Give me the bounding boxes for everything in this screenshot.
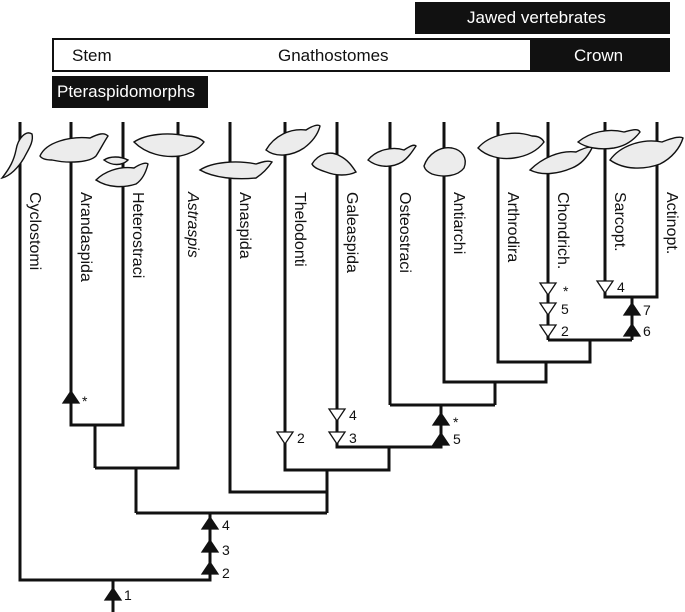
gain-marker xyxy=(201,539,219,553)
gain-marker xyxy=(62,390,80,404)
loss-marker xyxy=(539,324,557,338)
loss-marker xyxy=(328,431,346,445)
gain-marker xyxy=(432,432,450,446)
taxon-labels: Cyclostomi Arandaspida Heterostraci Astr… xyxy=(26,191,680,282)
heterostracan-fish-icon xyxy=(94,162,149,188)
taxon-chondrich: Chondrich. xyxy=(554,192,571,269)
thelodont-fish-icon xyxy=(265,124,321,156)
char-label: * xyxy=(82,393,88,409)
char-label: 2 xyxy=(561,323,569,339)
char-label: 5 xyxy=(561,301,569,317)
anaspid-fish-icon xyxy=(198,160,274,180)
gain-marker xyxy=(104,587,122,601)
gain-marker xyxy=(201,561,219,575)
char-label: 3 xyxy=(222,542,230,558)
jawed-vertebrates-bar: Jawed vertebrates xyxy=(415,2,670,34)
osteostracan-fish-icon xyxy=(367,144,417,167)
stem-label: Stem xyxy=(72,46,112,65)
char-label: 2 xyxy=(297,430,305,446)
arthrodire-fish-icon xyxy=(477,132,545,160)
gnathostomes-bar: Stem Gnathostomes xyxy=(52,38,532,72)
gain-marker xyxy=(432,412,450,426)
astraspis-fish-icon xyxy=(132,133,205,158)
antiarch-fish-icon xyxy=(423,147,466,177)
taxon-antiarchi: Antiarchi xyxy=(450,192,467,254)
taxon-actinopt: Actinopt. xyxy=(663,192,680,254)
char-label: 7 xyxy=(643,302,651,318)
pteraspidomorphs-label: Pteraspidomorphs xyxy=(57,82,195,101)
crown-bar: Crown xyxy=(530,38,670,72)
char-label: 3 xyxy=(349,430,357,446)
crown-label: Crown xyxy=(574,46,624,65)
taxon-arandaspida: Arandaspida xyxy=(77,192,94,282)
taxon-thelodonti: Thelodonti xyxy=(291,192,308,267)
sarcopterygian-fish-icon xyxy=(576,129,641,150)
char-label: * xyxy=(453,414,459,430)
char-label: 4 xyxy=(349,407,357,423)
taxon-anaspida: Anaspida xyxy=(236,192,253,259)
taxon-osteostraci: Osteostraci xyxy=(396,192,413,273)
organism-illustrations xyxy=(0,124,684,188)
taxon-galeaspida: Galeaspida xyxy=(343,192,360,273)
char-label: 5 xyxy=(453,431,461,447)
lamprey-icon xyxy=(0,132,34,180)
gain-marker xyxy=(623,302,641,316)
char-label: 4 xyxy=(222,517,230,533)
taxon-heterostraci: Heterostraci xyxy=(129,192,146,278)
loss-marker xyxy=(328,408,346,422)
gain-marker xyxy=(623,323,641,337)
taxon-sarcopt: Sarcopt. xyxy=(611,192,628,252)
heterostracan-fish-icon xyxy=(102,156,130,166)
taxon-arthrodira: Arthrodira xyxy=(504,192,521,262)
gain-marker xyxy=(201,516,219,530)
jawed-vertebrates-label: Jawed vertebrates xyxy=(467,8,606,27)
taxon-cyclostomi: Cyclostomi xyxy=(26,192,43,270)
character-labels: 1 2 3 4 * 2 3 4 5 * * 5 2 4 7 6 xyxy=(82,279,651,603)
taxon-astraspis: Astraspis xyxy=(184,191,201,258)
loss-marker xyxy=(539,282,557,296)
char-label: * xyxy=(563,283,569,299)
shark-icon xyxy=(528,146,593,175)
loss-marker xyxy=(539,302,557,316)
pteraspidomorphs-bar: Pteraspidomorphs xyxy=(52,76,208,108)
arandaspid-fish-icon xyxy=(39,133,109,163)
gnathostomes-label: Gnathostomes xyxy=(278,46,389,65)
char-label: 2 xyxy=(222,565,230,581)
char-label-root: 1 xyxy=(124,587,132,603)
actinopterygian-fish-icon xyxy=(609,136,684,169)
char-label: 6 xyxy=(643,323,651,339)
char-label: 4 xyxy=(617,279,625,295)
loss-marker xyxy=(596,280,614,294)
loss-marker xyxy=(276,431,294,445)
galeaspid-fish-icon xyxy=(311,152,358,176)
